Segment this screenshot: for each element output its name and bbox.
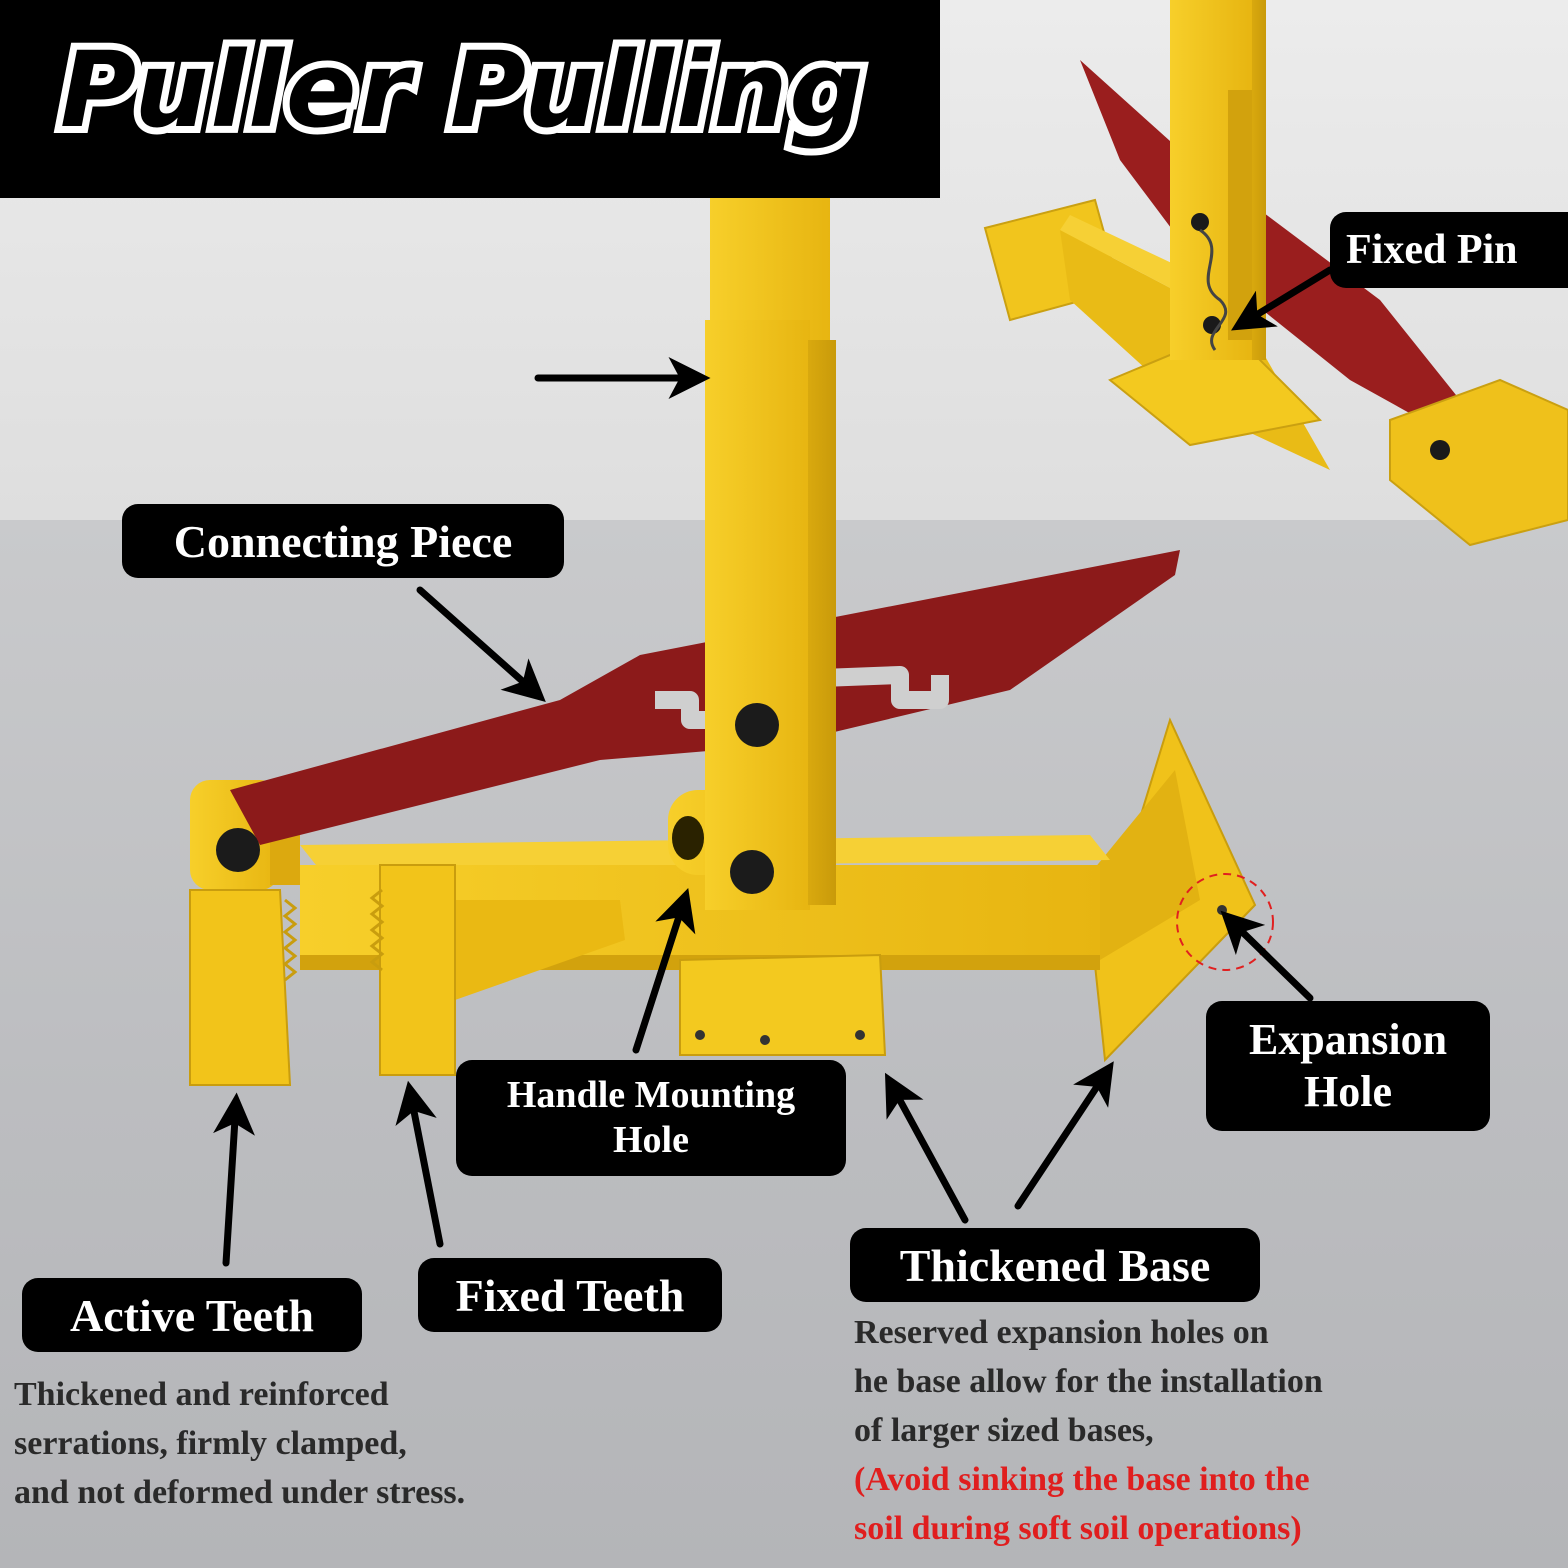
bolt-head	[216, 828, 260, 872]
label-fixed-pin-text: Fixed Pin	[1346, 227, 1518, 273]
handle	[705, 320, 810, 910]
label-handle-mounting-hole-line1: Handle Mounting	[506, 1074, 796, 1117]
thickened-base-arrow-left	[884, 1072, 969, 1224]
center-base-plate	[679, 953, 887, 1056]
base-hole	[695, 1030, 705, 1040]
expansion-hole-highlight	[1176, 873, 1274, 971]
active-teeth-arrow	[213, 1092, 255, 1267]
description-line: Reserved expansion holes on	[854, 1314, 1269, 1351]
label-connecting-piece-text: Connecting Piece	[173, 515, 513, 567]
label-thickened-base: Thickened Base	[850, 1228, 1260, 1302]
right-foot-brace	[1085, 770, 1200, 960]
base-hole	[855, 1030, 865, 1040]
active-teeth-serration	[282, 898, 298, 982]
gusset	[445, 900, 625, 1000]
inset-handle-side	[1252, 0, 1266, 360]
label-active-teeth-text: Active Teeth	[69, 1289, 314, 1341]
fixed-teeth-block	[379, 864, 456, 1076]
fixed-pin-arrow	[1231, 266, 1334, 331]
main-tool	[189, 195, 1274, 1086]
description-line: Thickened and reinforced	[14, 1376, 389, 1413]
bolt-head	[730, 850, 774, 894]
handle-side	[808, 340, 836, 905]
description-line: he base allow for the installation	[854, 1363, 1323, 1400]
title-bar: Puller Pulling	[0, 0, 940, 198]
handle-mounting-hole-arrow	[632, 888, 696, 1054]
page-title: Puller Pulling	[53, 22, 871, 158]
warning-line: soil during soft soil operations)	[854, 1510, 1302, 1547]
active-teeth-description: Thickened and reinforced serrations, fir…	[14, 1370, 465, 1517]
warning-line: (Avoid sinking the base into the	[854, 1461, 1310, 1498]
label-expansion-hole-line1: Expansion	[1248, 1015, 1448, 1065]
handle-mount-hole	[672, 816, 704, 860]
label-fixed-teeth: Fixed Teeth	[418, 1258, 722, 1332]
label-handle-mounting-hole: Handle Mounting Hole	[456, 1060, 846, 1176]
fixed-teeth-arrow	[395, 1080, 444, 1248]
base-hole	[760, 1035, 770, 1045]
callout-arrows	[213, 266, 1334, 1267]
bolt-head	[735, 703, 779, 747]
active-teeth-block	[189, 889, 292, 1086]
label-fixed-pin: Fixed Pin	[1330, 212, 1568, 288]
label-handle-mounting-hole-line2: Hole	[613, 1119, 689, 1161]
expansion-hole-point	[1217, 905, 1227, 915]
label-expansion-hole: Expansion Hole	[1206, 1001, 1490, 1131]
inset-handle-slot	[1228, 90, 1252, 340]
label-active-teeth: Active Teeth	[22, 1278, 362, 1352]
inset-tooth-block	[1389, 378, 1568, 547]
description-line: of larger sized bases,	[854, 1412, 1154, 1449]
thickened-base-description: Reserved expansion holes on he base allo…	[854, 1308, 1323, 1553]
label-connecting-piece: Connecting Piece	[122, 504, 564, 578]
inset-pin-head	[1191, 213, 1209, 231]
inset-detail	[983, 0, 1568, 547]
label-fixed-teeth-text: Fixed Teeth	[455, 1269, 685, 1321]
label-expansion-hole-line2: Hole	[1304, 1067, 1392, 1116]
connecting-piece-arrow	[416, 586, 546, 702]
inset-pin-head	[1430, 440, 1450, 460]
fixed-teeth-serration	[369, 888, 385, 972]
thickened-base-arrow-right	[1014, 1061, 1114, 1210]
expansion-hole-arrow	[1220, 910, 1314, 1002]
description-line: serrations, firmly clamped,	[14, 1425, 407, 1462]
description-line: and not deformed under stress.	[14, 1474, 466, 1511]
inset-r-clip	[1199, 228, 1228, 351]
label-thickened-base-text: Thickened Base	[899, 1239, 1211, 1291]
